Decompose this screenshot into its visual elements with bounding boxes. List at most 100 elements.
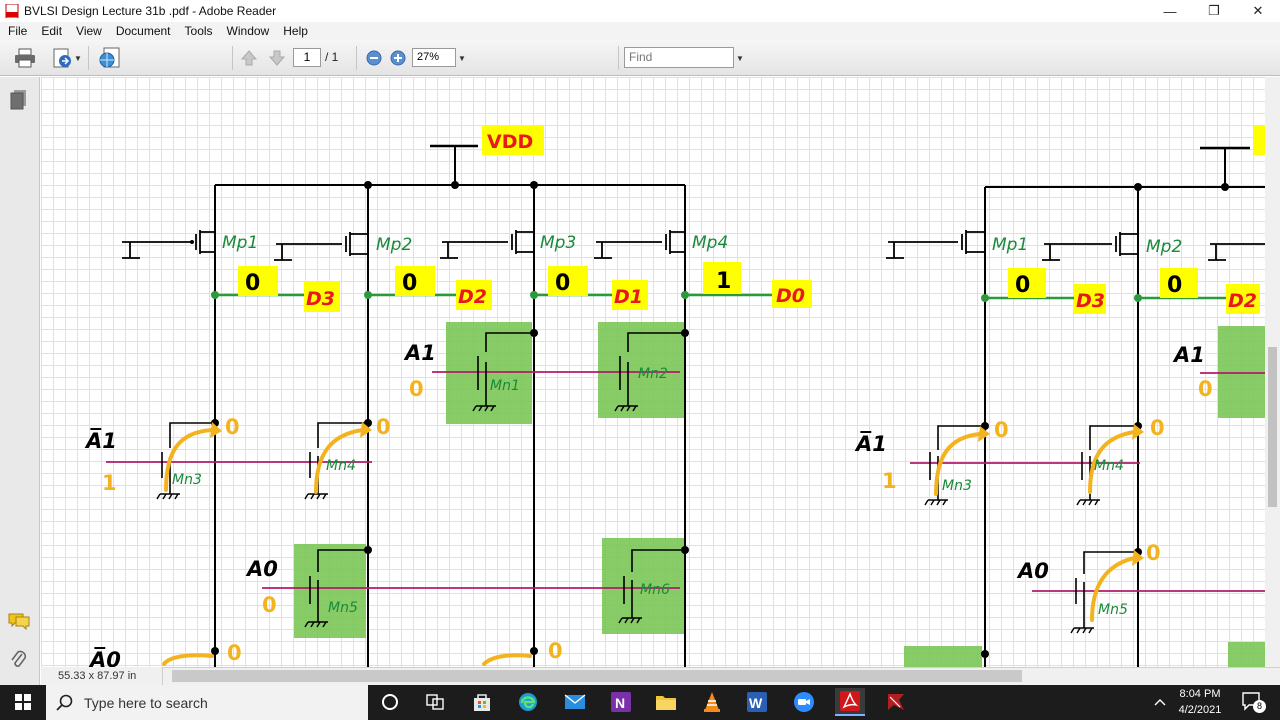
data-value: 0	[555, 271, 570, 296]
share-button[interactable]: ▼	[46, 46, 82, 70]
pages-icon	[10, 90, 26, 110]
vertical-scrollbar[interactable]	[1265, 77, 1280, 667]
previous-page-button[interactable]	[238, 47, 260, 69]
input-value: 1	[102, 471, 117, 495]
pmos-label: Mp2	[376, 235, 412, 255]
data-output-label: D1	[614, 286, 643, 308]
address-input-label: A̅1	[84, 428, 117, 453]
cortana-circle-icon	[382, 694, 398, 710]
mail-icon	[564, 694, 586, 709]
taskbar-search-box[interactable]: Type here to search	[46, 685, 368, 720]
cortana-button[interactable]	[375, 688, 405, 716]
zoom-in-button[interactable]	[389, 49, 407, 67]
task-view-button[interactable]	[420, 688, 450, 716]
address-input-label: A1	[403, 341, 436, 365]
folder-icon	[656, 696, 676, 710]
page-size-label: 55.33 x 87.97 in	[41, 667, 163, 685]
taskbar-file-explorer[interactable]	[651, 688, 681, 716]
taskbar-onenote[interactable]: N	[606, 688, 636, 716]
tray-clock[interactable]: 8:04 PM 4/2/2021	[1170, 686, 1230, 718]
vdd-label: VDD	[487, 131, 533, 153]
document-view[interactable]: VDD	[41, 77, 1265, 667]
next-page-button[interactable]	[266, 47, 288, 69]
data-value: 0	[402, 271, 417, 296]
nmos-label: Mn2	[638, 366, 668, 382]
taskbar-mail[interactable]	[560, 688, 590, 716]
nmos-label: Mn3	[942, 478, 972, 494]
data-value: 0	[1167, 273, 1182, 298]
taskbar-drawing-app[interactable]	[881, 688, 911, 716]
zoom-out-icon	[366, 50, 382, 66]
title-bar: BVLSI Design Lecture 31b .pdf - Adobe Re…	[0, 0, 1280, 22]
pmos-label: Mp4	[692, 233, 728, 253]
address-input-label: A̅0	[88, 647, 121, 667]
input-value: 1	[882, 469, 897, 493]
node-value: 0	[225, 415, 240, 439]
comments-panel-button[interactable]	[7, 612, 31, 631]
menu-window[interactable]: Window	[226, 24, 270, 38]
taskbar-word[interactable]: W	[742, 688, 772, 716]
close-button[interactable]: ✕	[1252, 3, 1264, 18]
svg-text:W: W	[749, 695, 763, 711]
print-button[interactable]	[12, 46, 38, 70]
window-title: BVLSI Design Lecture 31b .pdf - Adobe Re…	[24, 4, 277, 18]
address-input-label: A0	[245, 557, 278, 581]
start-button[interactable]	[8, 688, 38, 716]
zoom-dropdown-arrow[interactable]: ▼	[458, 54, 466, 63]
paperclip-icon	[11, 650, 27, 667]
menu-view[interactable]: View	[76, 24, 102, 38]
nmos-label: Mn6	[640, 582, 670, 598]
data-output-label: D3	[306, 288, 335, 310]
menu-file[interactable]: File	[8, 24, 28, 38]
page-total-label: / 1	[325, 50, 339, 64]
drawing-app-icon	[888, 694, 904, 710]
zoom-level-input[interactable]: 27%	[412, 48, 456, 67]
share-dropdown-arrow[interactable]: ▼	[74, 54, 82, 63]
onenote-icon: N	[611, 692, 631, 712]
collaborate-button[interactable]	[96, 45, 124, 71]
printer-icon	[15, 48, 35, 68]
nmos-label: Mn4	[1094, 458, 1124, 474]
pdf-file-icon	[5, 4, 19, 18]
restore-button[interactable]: ❐	[1208, 3, 1220, 18]
notification-center-button[interactable]: 8	[1238, 688, 1268, 716]
input-value: 0	[1198, 377, 1213, 401]
circuit-drawing: VDD	[84, 125, 1265, 667]
pages-panel-button[interactable]	[9, 89, 29, 111]
nmos-label: Mn1	[490, 378, 520, 394]
node-value: 0	[227, 641, 242, 665]
horizontal-scroll-thumb[interactable]	[172, 670, 1022, 682]
taskbar-edge[interactable]	[513, 688, 543, 716]
menu-edit[interactable]: Edit	[41, 24, 63, 38]
vdd-highlight	[482, 125, 544, 155]
taskbar-zoom[interactable]	[789, 688, 819, 716]
zoom-out-button[interactable]	[365, 49, 383, 67]
chevron-up-icon	[1154, 699, 1166, 706]
document-export-icon	[53, 48, 71, 68]
navigation-panel	[0, 77, 40, 685]
comment-icon	[8, 613, 30, 631]
tray-chevron-button[interactable]	[1145, 688, 1175, 716]
data-output-label: D2	[1228, 290, 1257, 312]
taskbar-vlc[interactable]	[697, 688, 727, 716]
menu-tools[interactable]: Tools	[184, 24, 213, 38]
vertical-scroll-thumb[interactable]	[1268, 347, 1277, 507]
input-value: 0	[262, 593, 277, 617]
taskbar-store[interactable]	[467, 688, 497, 716]
pmos-label: Mp1	[222, 233, 258, 253]
page-number-input[interactable]: 1	[293, 48, 321, 67]
find-dropdown-arrow[interactable]: ▼	[736, 54, 744, 63]
node-value: 0	[376, 415, 391, 439]
menu-document[interactable]: Document	[115, 24, 171, 38]
globe-review-icon	[99, 47, 120, 68]
edge-browser-icon	[519, 693, 537, 711]
adobe-reader-icon	[840, 691, 860, 711]
attachments-panel-button[interactable]	[9, 649, 29, 671]
input-value: 0	[409, 377, 424, 401]
find-input[interactable]: Find	[624, 47, 734, 68]
minimize-button[interactable]: —	[1163, 3, 1177, 19]
menu-help[interactable]: Help	[283, 24, 308, 38]
windows-logo-icon	[15, 694, 31, 710]
arrow-up-icon	[240, 50, 258, 66]
taskbar-adobe-reader[interactable]	[835, 688, 865, 716]
